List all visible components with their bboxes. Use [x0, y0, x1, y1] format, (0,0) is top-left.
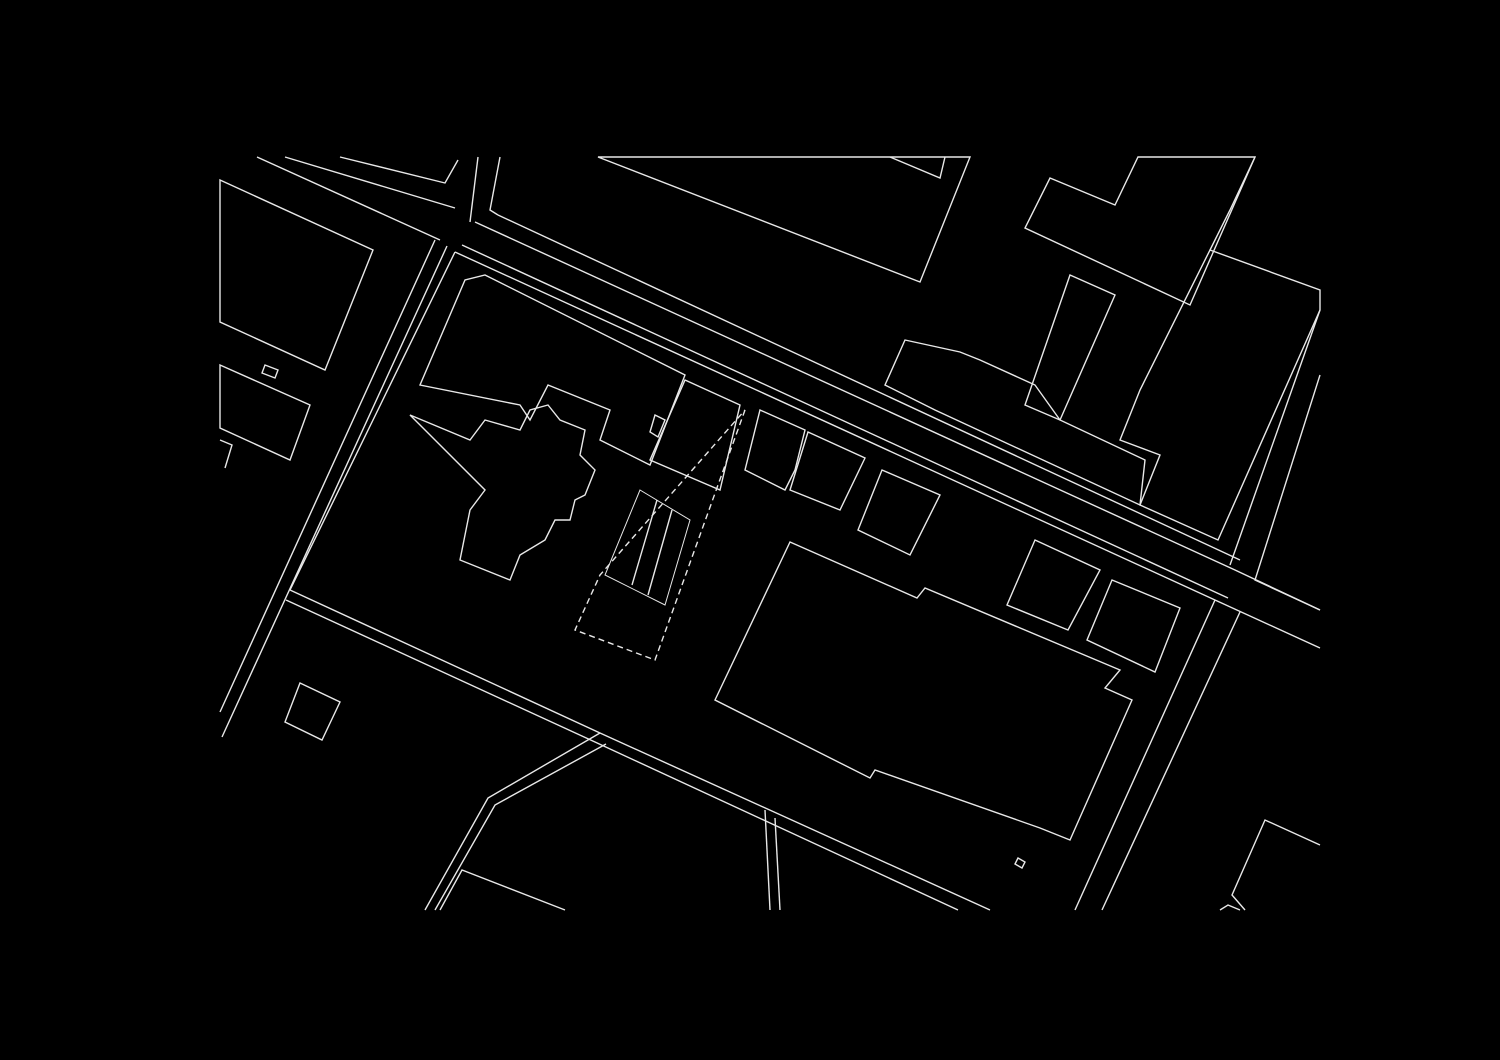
hatched-building-divider-2: [647, 509, 673, 596]
path-southwest-2: [434, 743, 607, 911]
street-main-upper: [474, 221, 1321, 611]
building-small-south: [1014, 857, 1026, 869]
buildings: [219, 156, 1321, 911]
street-north-edge-1: [256, 156, 441, 241]
building-southeast-2: [1219, 904, 1241, 911]
building-southeast-1: [1231, 819, 1321, 911]
hatched-building-divider: [631, 499, 658, 586]
building-north-1: [597, 156, 972, 283]
building-west-1: [219, 178, 374, 371]
building-west-small: [261, 364, 279, 379]
street-north-edge-3: [339, 156, 459, 184]
street-main-upper-2: [497, 214, 1241, 561]
block-west-edge: [289, 251, 456, 591]
building-north-block-1: [419, 274, 686, 466]
building-main-house: [409, 404, 596, 581]
street-south-upper: [289, 589, 991, 911]
street-south-lower: [285, 599, 959, 911]
building-northeast-4: [884, 339, 1146, 507]
street-northeast-3: [1254, 374, 1321, 611]
street-northeast-2: [1229, 309, 1321, 566]
path-south-1: [764, 809, 771, 911]
street-north-edge-2: [284, 156, 456, 209]
street-main-lower: [454, 251, 1321, 649]
path-southwest-1: [424, 732, 601, 911]
streets: [219, 156, 1321, 911]
building-square-1: [1006, 539, 1101, 631]
building-street-2: [789, 431, 866, 511]
street-west-edge-1: [219, 239, 436, 713]
building-north-2: [889, 156, 946, 179]
building-large-block: [714, 541, 1133, 841]
building-west-3: [219, 439, 233, 469]
street-west-edge-2: [221, 245, 448, 738]
building-northeast-1: [1024, 156, 1257, 306]
building-small-annex: [649, 413, 666, 439]
street-cross-north: [469, 156, 479, 223]
plot-boundary: [574, 409, 746, 661]
building-street-1: [744, 409, 806, 491]
building-north-block-2: [649, 379, 741, 491]
street-main-lower-2: [461, 244, 1229, 599]
building-south-1: [439, 869, 566, 911]
building-street-3: [857, 469, 941, 556]
building-west-2: [219, 363, 311, 461]
street-east-1: [1074, 599, 1216, 911]
building-southwest-square: [284, 682, 341, 741]
hatched-building: [604, 489, 691, 606]
street-cross-north-2: [489, 156, 501, 216]
building-northeast-3: [1024, 274, 1116, 421]
building-square-2: [1086, 579, 1181, 673]
path-south-2: [774, 817, 781, 911]
street-east-2: [1101, 611, 1241, 911]
